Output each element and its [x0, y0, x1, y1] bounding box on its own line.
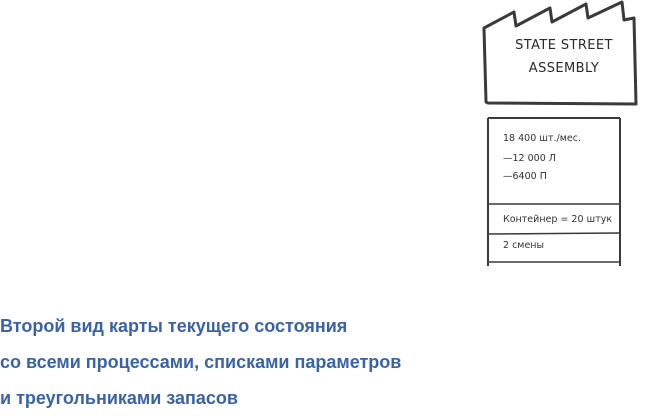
factory-name-line2: ASSEMBLY [528, 61, 600, 76]
container-text: Контейнер = 20 штук [503, 214, 613, 225]
caption-line-1: Второй вид карты текущего состояния [0, 316, 348, 336]
factory-icon: STATE STREET ASSEMBLY [478, 0, 638, 108]
left-demand-text: —12 000 Л [503, 153, 556, 164]
right-demand-text: —6400 П [503, 171, 547, 182]
shifts-text: 2 смены [503, 240, 545, 251]
factory-name-line1: STATE STREET [515, 38, 613, 53]
factory-name: STATE STREET ASSEMBLY [478, 34, 650, 80]
caption-line-3: и треугольниками запасов [0, 388, 238, 408]
demand-text: 18 400 шт./мес. [503, 133, 581, 144]
caption-line-2: со всеми процессами, списками параметров [0, 352, 402, 372]
data-box: 18 400 шт./мес. —12 000 Л —6400 П Контей… [486, 116, 622, 266]
figure-caption: Второй вид карты текущего состояния со в… [0, 308, 560, 416]
